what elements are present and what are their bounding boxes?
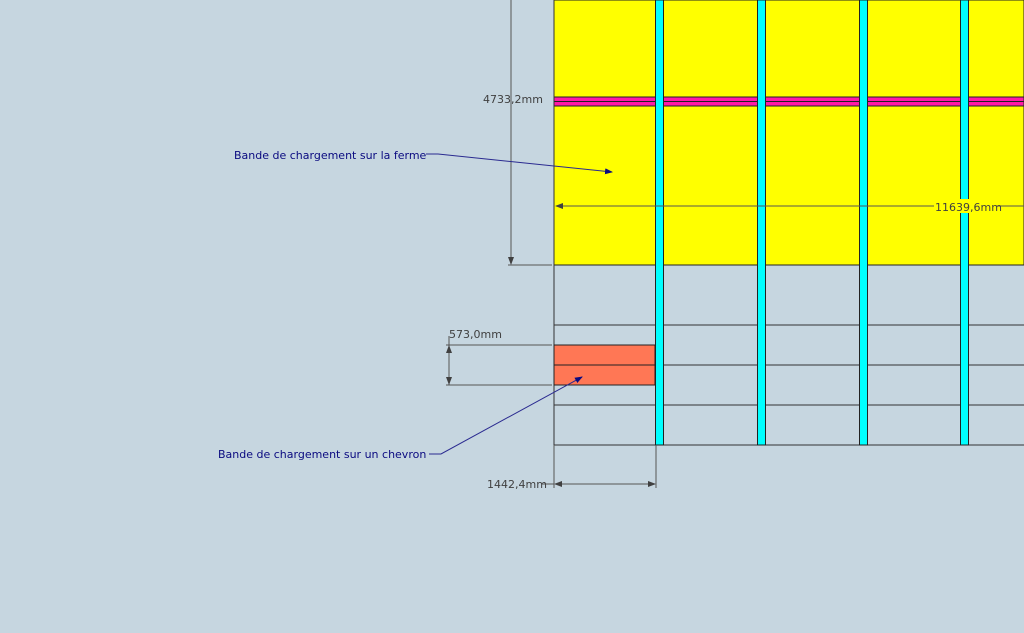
trusses[interactable] xyxy=(655,0,969,446)
truss-load-band[interactable] xyxy=(553,0,1024,266)
purlin[interactable] xyxy=(553,96,1024,107)
dimension-chevron xyxy=(446,336,552,386)
dimension-height xyxy=(508,0,552,266)
dimension-truss-spacing xyxy=(542,445,657,488)
dimension-truss-spacing-text: 1442,4mm xyxy=(487,478,547,491)
chevron-lines xyxy=(553,0,1024,446)
chevron-band-label[interactable]: Bande de chargement sur un chevron xyxy=(218,448,426,461)
dimension-height-text: 4733,2mm xyxy=(483,93,543,106)
truss-band-label[interactable]: Bande de chargement sur la ferme xyxy=(234,149,427,162)
truss xyxy=(757,0,766,446)
dimension-chevron-text: 573,0mm xyxy=(449,328,502,341)
chevron-band-leader xyxy=(429,376,583,455)
truss-band-leader xyxy=(426,153,613,175)
dimension-width-text: 11639,6mm xyxy=(935,201,1002,214)
truss xyxy=(859,0,868,446)
truss xyxy=(655,0,664,446)
truss xyxy=(960,0,969,446)
